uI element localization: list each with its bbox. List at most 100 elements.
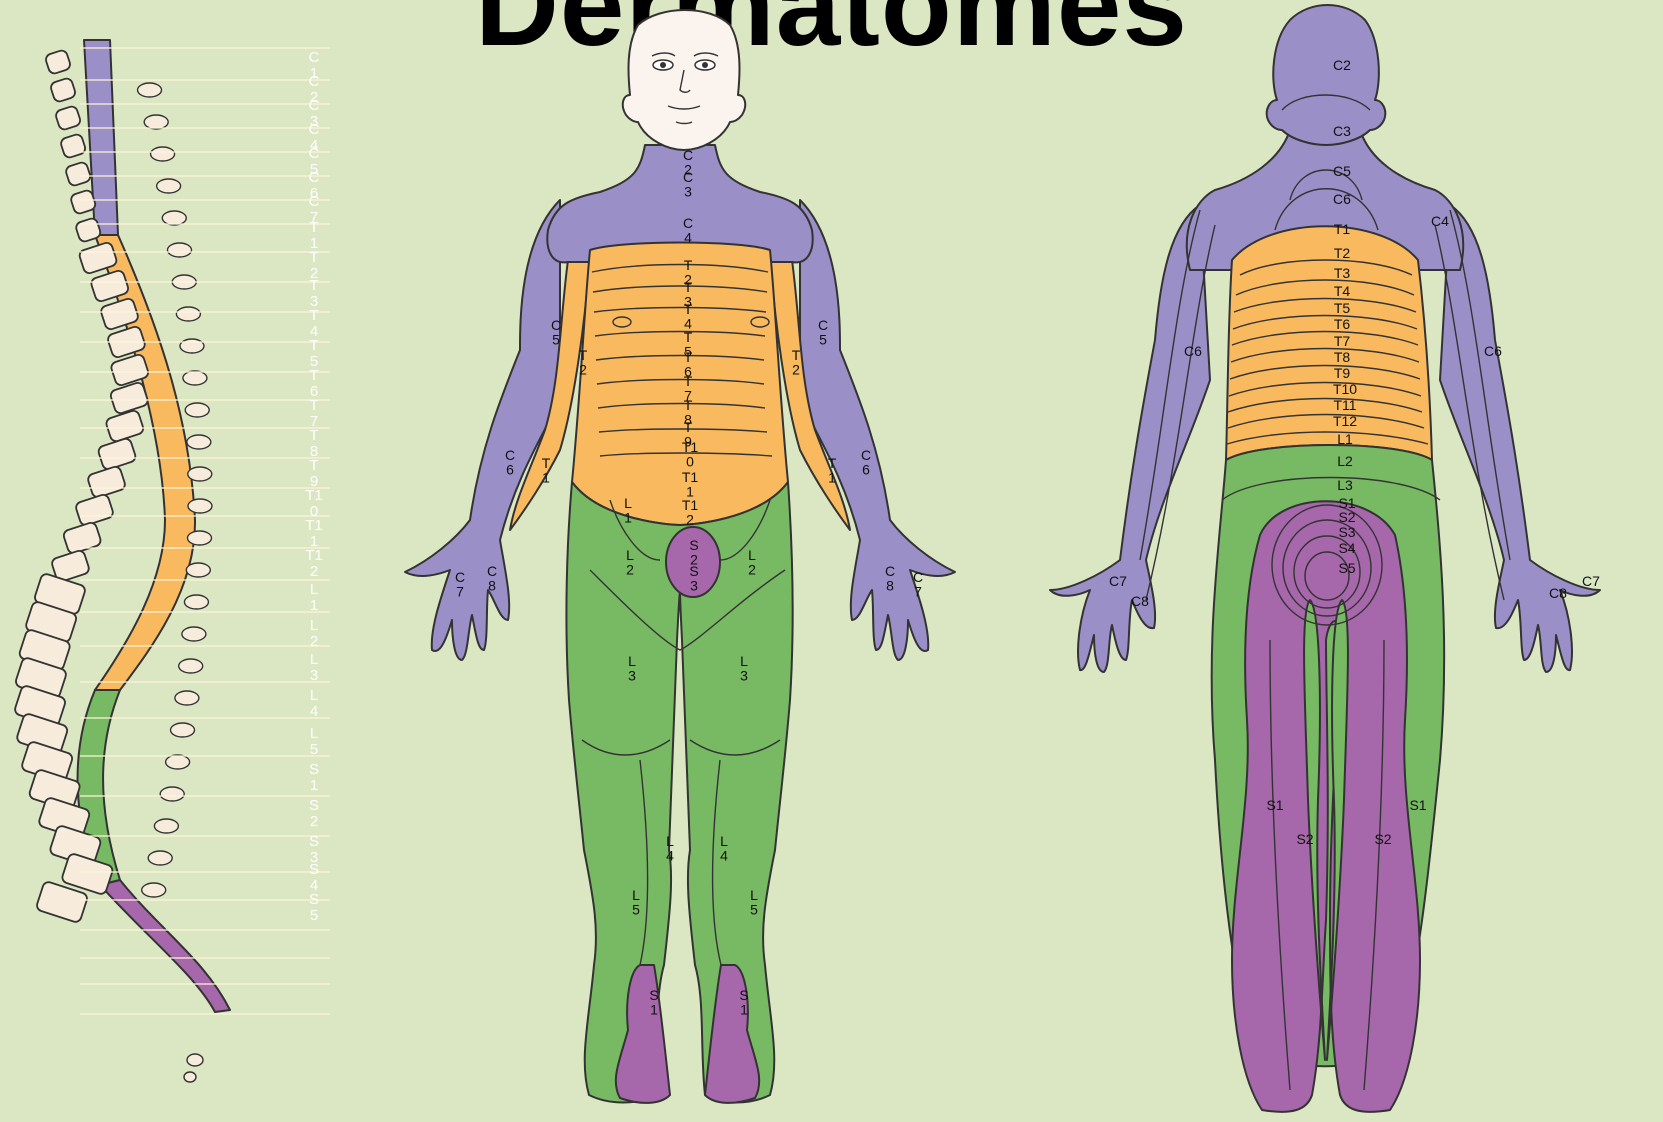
- vertebra: [60, 133, 87, 159]
- back-dermatome-label: T11: [1333, 397, 1356, 413]
- back-dermatome-label: L1: [1337, 431, 1353, 447]
- front-dermatome-label: L1: [624, 495, 632, 526]
- vertebra: [55, 105, 82, 131]
- spinous-process: [142, 883, 166, 897]
- vertebra: [62, 521, 102, 554]
- back-dermatome-label: T10: [1333, 381, 1357, 397]
- back-dermatome-label: S1: [1266, 797, 1283, 813]
- spinous-process: [171, 723, 195, 737]
- back-dermatome-label: C6: [1484, 343, 1502, 359]
- vertebra: [109, 381, 149, 414]
- spinous-process: [148, 851, 172, 865]
- spinous-process: [176, 307, 200, 321]
- spinous-process: [162, 211, 186, 225]
- spinous-process: [188, 531, 212, 545]
- back-dermatome-label: T7: [1334, 333, 1351, 349]
- spinous-process: [157, 179, 181, 193]
- front-dermatome-label: L2: [626, 547, 634, 578]
- back-dermatome-label: C8: [1131, 593, 1149, 609]
- spine-level-label: T1: [309, 219, 318, 252]
- back-dermatome-label: S2: [1338, 509, 1355, 525]
- vertebra: [65, 161, 92, 187]
- front-right-arm: [800, 200, 955, 660]
- back-dermatome-label: C2: [1333, 57, 1351, 73]
- front-dermatome-label: L4: [720, 833, 728, 864]
- spine-level-label: L5: [310, 725, 318, 758]
- front-dermatome-label: L3: [628, 653, 636, 684]
- spinous-process: [185, 403, 209, 417]
- spinous-process: [182, 627, 206, 641]
- back-dermatome-label: T12: [1333, 413, 1357, 429]
- back-right-arm: [1440, 205, 1600, 672]
- spinous-process: [180, 339, 204, 353]
- front-dermatome-label: C7: [913, 569, 923, 600]
- spinous-process: [160, 787, 184, 801]
- spinous-process: [175, 691, 199, 705]
- back-dermatome-label: L3: [1337, 477, 1353, 493]
- back-dermatome-label: C6: [1333, 191, 1351, 207]
- back-torso-thoracic: [1226, 226, 1432, 460]
- back-dermatome-label: S2: [1296, 831, 1313, 847]
- spinous-process: [188, 467, 212, 481]
- back-dermatome-label: L2: [1337, 453, 1353, 469]
- back-dermatome-label: T8: [1334, 349, 1351, 365]
- spine-level-label: S2: [309, 797, 319, 830]
- coccyx: [187, 1054, 203, 1066]
- spine-level-label: T4: [309, 307, 318, 340]
- back-dermatome-label: T9: [1334, 365, 1351, 381]
- back-dermatome-label: S1: [1409, 797, 1426, 813]
- back-dermatome-label: C8: [1549, 585, 1567, 601]
- front-dermatome-label: S3: [689, 563, 698, 594]
- back-body: C2C3C5C6C4T1T2T3T4T5T6T7T8T9T10T11T12L1L…: [1050, 5, 1600, 1112]
- spinous-process: [188, 499, 212, 513]
- spinous-process: [179, 659, 203, 673]
- front-dermatome-label: S1: [739, 987, 748, 1018]
- vertebra: [87, 465, 127, 498]
- spine-level-label: T12: [305, 547, 323, 580]
- back-dermatome-label: T2: [1334, 245, 1351, 261]
- back-dermatome-label: C3: [1333, 123, 1351, 139]
- spinous-process: [167, 243, 191, 257]
- front-dermatome-label: C5: [551, 317, 561, 348]
- vertebra: [105, 409, 145, 442]
- spinous-process: [151, 147, 175, 161]
- back-dermatome-label: S3: [1338, 524, 1355, 540]
- spinous-process: [186, 563, 210, 577]
- spinous-process: [166, 755, 190, 769]
- spinous-process: [144, 115, 168, 129]
- back-dermatome-label: C7: [1109, 573, 1127, 589]
- spine-level-label: T6: [309, 367, 318, 400]
- back-dermatome-label: S5: [1338, 560, 1355, 576]
- vertebra: [75, 493, 115, 526]
- spinous-process: [184, 595, 208, 609]
- back-dermatome-label: C7: [1582, 573, 1600, 589]
- front-dermatome-label: C8: [487, 563, 497, 594]
- vertebra: [97, 437, 137, 470]
- spinous-process: [154, 819, 178, 833]
